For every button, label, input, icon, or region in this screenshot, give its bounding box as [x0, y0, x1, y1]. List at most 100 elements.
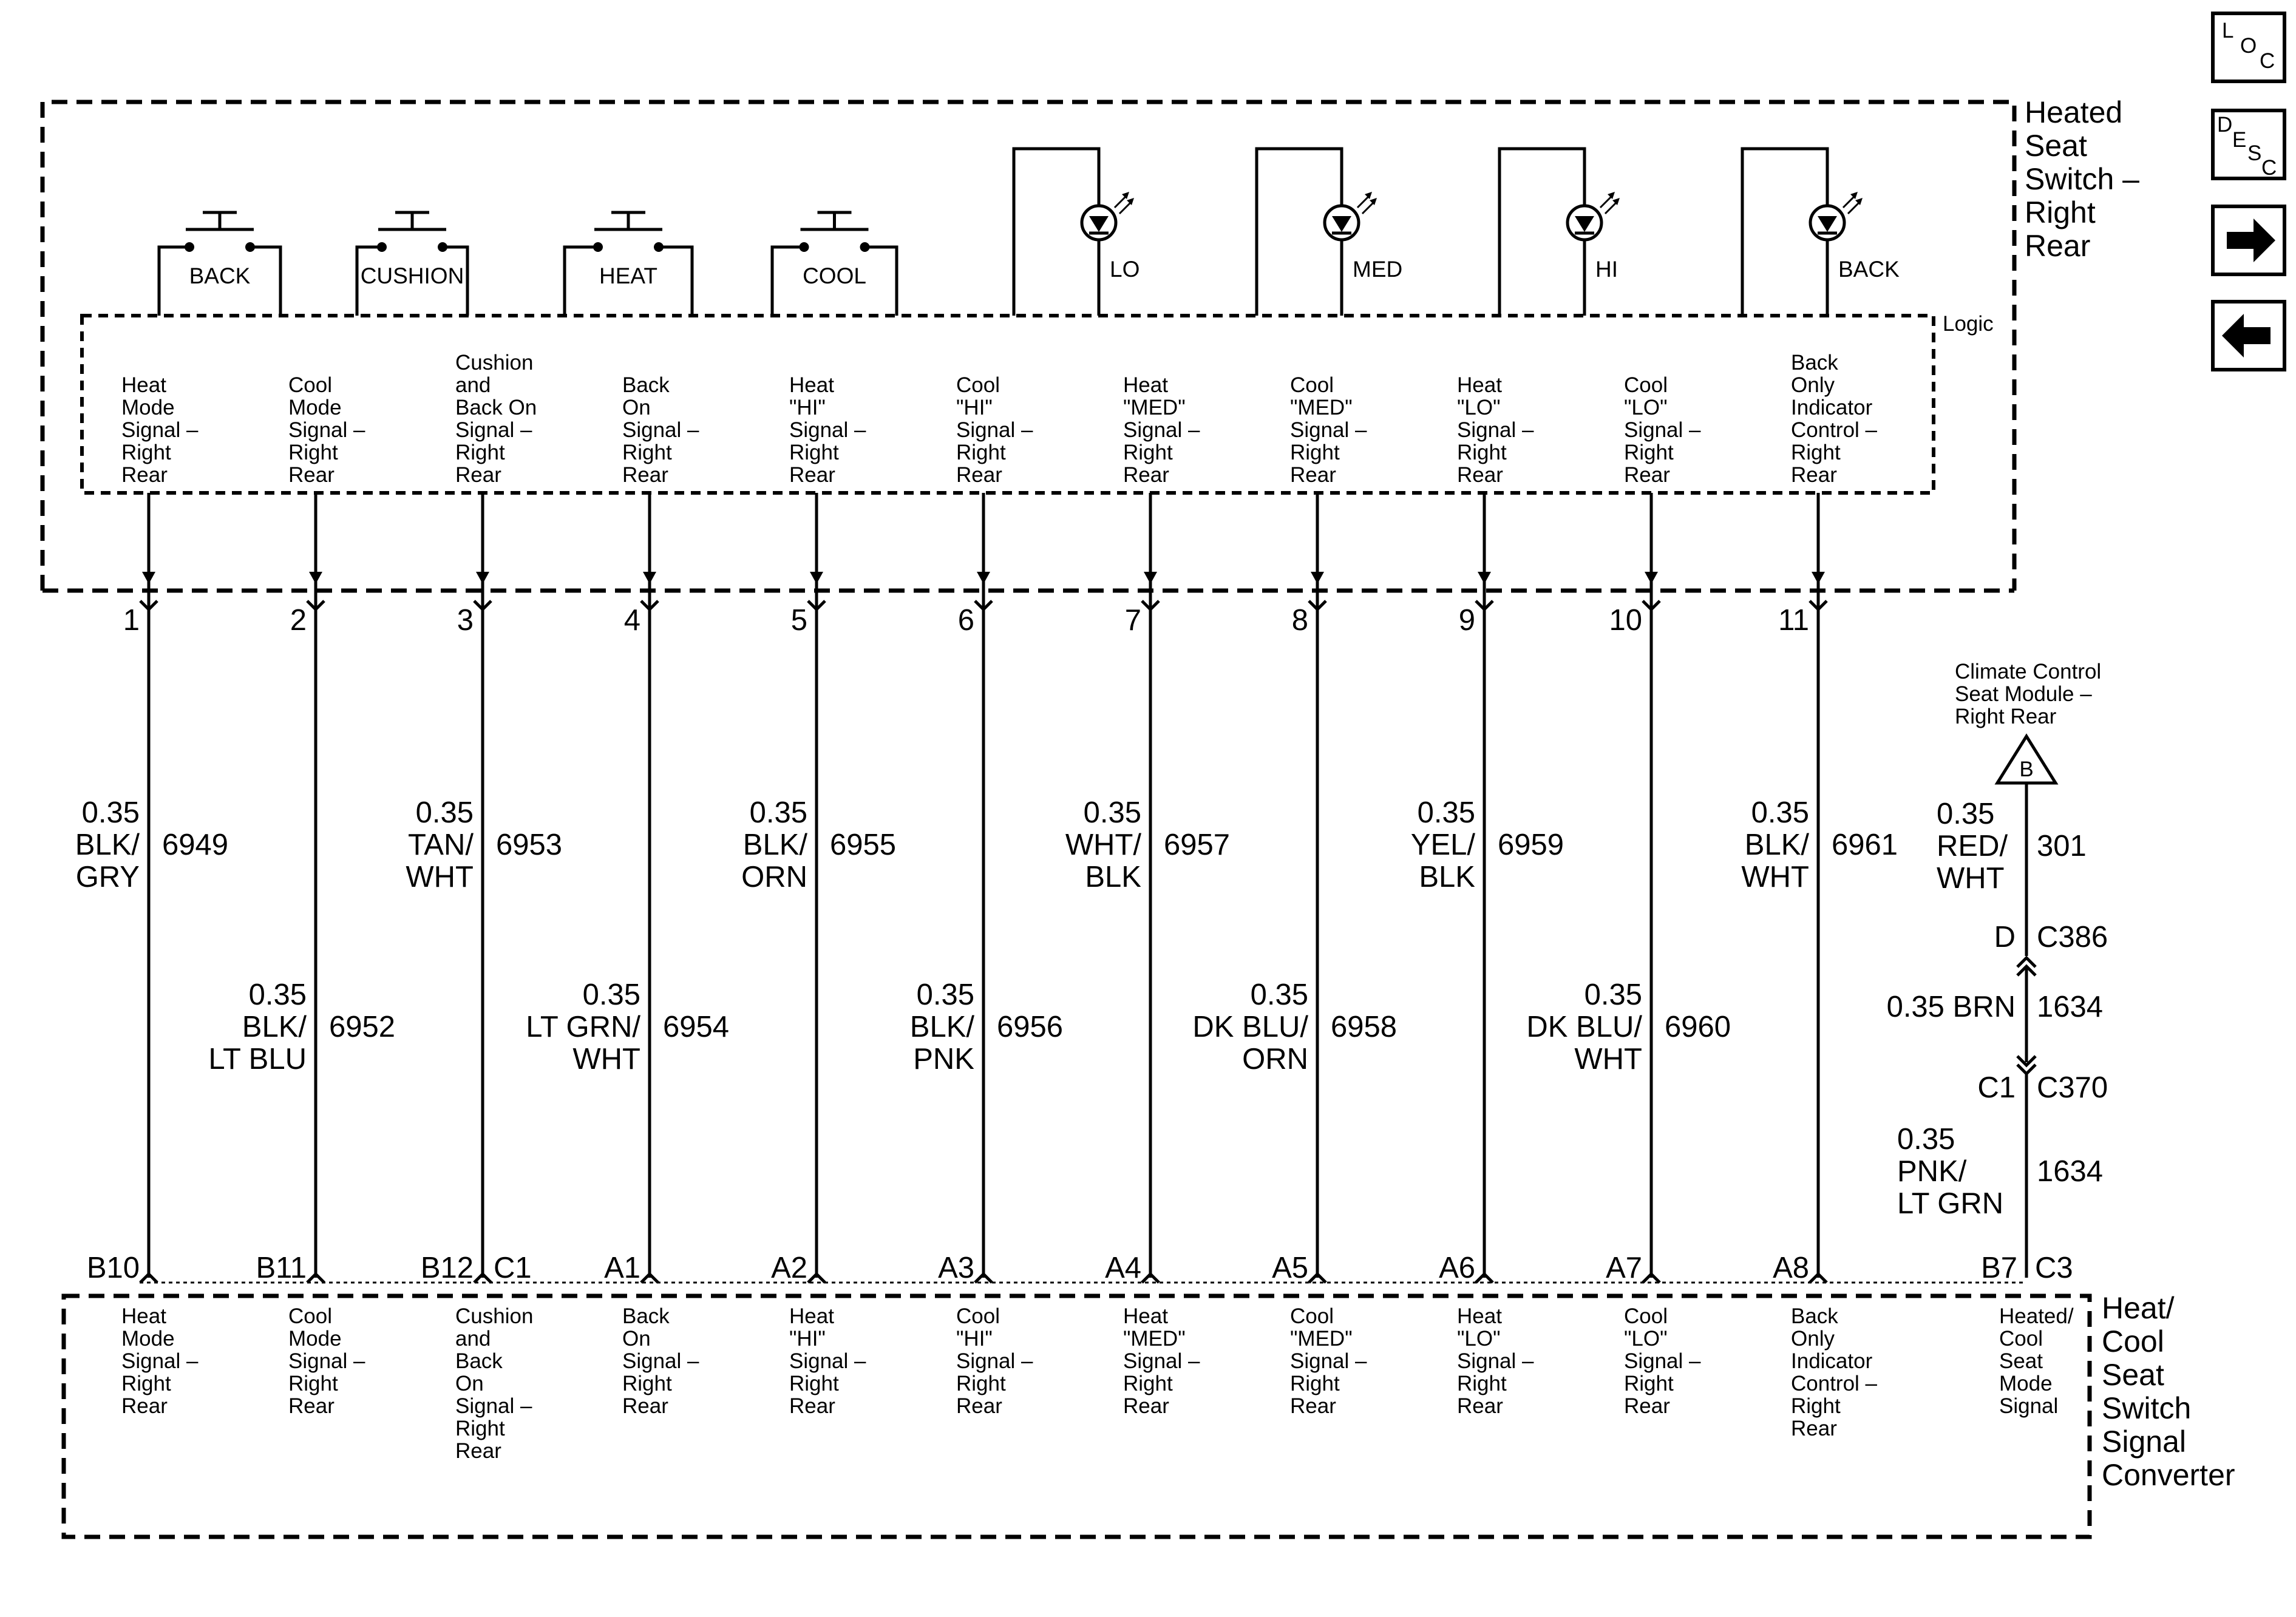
pin-number: 3	[457, 604, 474, 637]
indicator-label: BACK	[1838, 257, 1900, 282]
c386-chevron	[2016, 955, 2037, 968]
pin-number: 2	[290, 604, 307, 637]
connector-c3-label: C3	[2035, 1252, 2073, 1284]
indicator-led-med: MED	[1255, 147, 1402, 316]
pushbutton-back: BACK	[157, 211, 282, 316]
pushbutton-label: COOL	[803, 263, 866, 288]
pushbutton-label: BACK	[189, 263, 251, 288]
pin-number: 9	[1459, 604, 1475, 637]
converter-pin-a4: A4	[1105, 1252, 1141, 1284]
wire-1634-brn-gauge-color: 0.35 BRN	[1887, 991, 2016, 1023]
pushbutton-cushion: CUSHION	[355, 211, 469, 316]
c386-connector: C386	[2037, 921, 2108, 954]
wire-circuit-number: 6953	[496, 829, 562, 861]
indicator-label: HI	[1595, 257, 1618, 282]
indicator-label: MED	[1353, 257, 1402, 282]
converter-pin-a8: A8	[1773, 1252, 1809, 1284]
c386-pin: D	[1994, 921, 2016, 954]
wire-circuit-number: 6960	[1665, 1011, 1731, 1043]
pushbutton-heat: HEAT	[563, 211, 694, 316]
converter-pin-b12: B12	[421, 1252, 474, 1284]
previous-page-button[interactable]	[2211, 300, 2286, 371]
wire-circuit-number: 6959	[1498, 829, 1564, 861]
pin-number: 5	[791, 604, 807, 637]
wire-circuit-number: 6949	[162, 829, 228, 861]
power-feed: Climate Control Seat Module – Right Rear…	[1887, 660, 2108, 1278]
converter-pin-a6: A6	[1439, 1252, 1475, 1284]
arrow-right-icon	[2227, 219, 2275, 262]
converter-pin-a2: A2	[771, 1252, 807, 1284]
wire-circuit-number: 6961	[1832, 829, 1898, 861]
desc-button-label: D E S C	[2217, 113, 2277, 180]
converter-pin-a5: A5	[1272, 1252, 1308, 1284]
module-reference-letter: B	[2019, 758, 2033, 781]
desc-button[interactable]: D E S C	[2211, 109, 2286, 180]
next-page-button[interactable]	[2211, 205, 2286, 276]
wire-circuit-number: 6954	[663, 1011, 729, 1043]
wire-301-circuit: 301	[2037, 830, 2087, 863]
wire-circuit-number: 6952	[329, 1011, 395, 1043]
wire-1634-pnk-gauge-color: 0.35 PNK/ LT GRN	[1897, 1123, 2003, 1220]
switch-title: Heated Seat Switch – Right Rear	[2025, 95, 2148, 263]
wire-circuit-number: 6958	[1331, 1011, 1397, 1043]
converter-pin-a1: A1	[604, 1252, 640, 1284]
converter-pin-a3: A3	[938, 1252, 974, 1284]
pushbutton-label: HEAT	[599, 263, 657, 288]
c370-chevron	[2016, 1055, 2037, 1068]
switch-enclosure	[40, 100, 2017, 593]
converter-pin-a7: A7	[1606, 1252, 1642, 1284]
pin-number: 7	[1125, 604, 1141, 637]
logic-label: Logic	[1943, 312, 1994, 336]
arrow-left-icon	[2222, 314, 2271, 358]
pin-number: 11	[1778, 604, 1809, 637]
converter-pin-b10: B10	[87, 1252, 140, 1284]
converter-title: Heat/ Cool Seat Switch Signal Converter	[2102, 1291, 2235, 1492]
pin-number: 8	[1292, 604, 1308, 637]
c370-pin: C1	[1977, 1071, 2016, 1104]
wire-circuit-number: 6956	[997, 1011, 1063, 1043]
connector-c1-label: C1	[494, 1252, 532, 1284]
loc-button[interactable]: L O C	[2211, 12, 2286, 83]
wire-1634-pnk-circuit: 1634	[2037, 1155, 2103, 1188]
wire-circuit-number: 6955	[830, 829, 896, 861]
indicator-led-back: BACK	[1741, 147, 1900, 316]
wire-circuit-number: 6957	[1164, 829, 1230, 861]
